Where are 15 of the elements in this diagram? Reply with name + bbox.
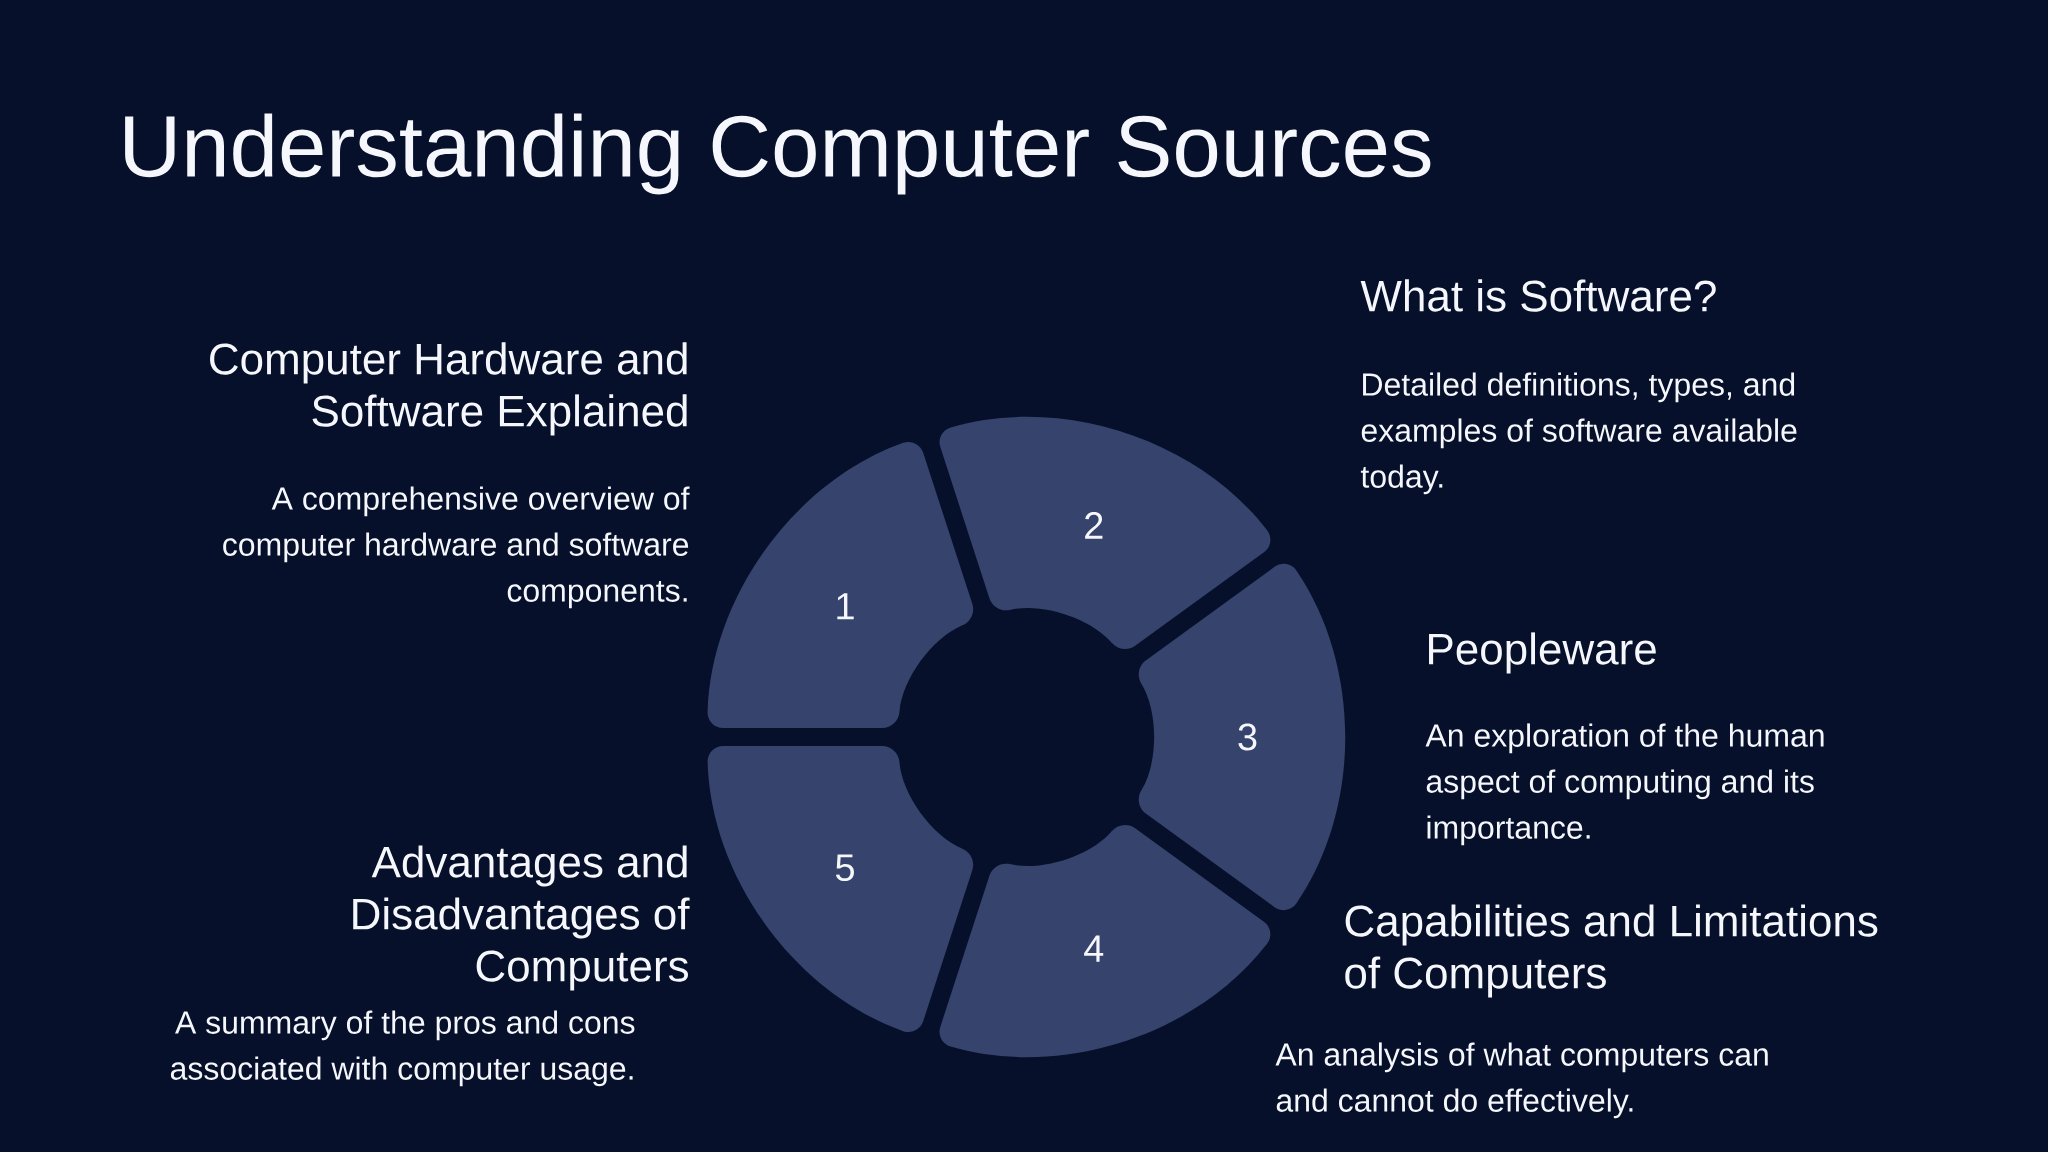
node-label: 2 (1085, 512, 1103, 539)
node-label: 4 (1084, 935, 1104, 962)
node-label: 3 (1238, 723, 1257, 751)
donut-segment: 1 (707, 441, 974, 728)
donut-segment: 5 (707, 746, 974, 1033)
donut-segment: 4 (939, 824, 1271, 1058)
section-heading: Capabilities and Limitations of Computers (1345, 904, 1878, 998)
section-heading: What is Software? (1360, 279, 1716, 312)
description-text: A summary of the pros and cons associated with computer usage. (170, 1010, 635, 1087)
donut-segment: 3 (1138, 563, 1346, 911)
donut-segment: 2 (939, 416, 1271, 650)
description-text: An exploration of the human aspect of computing and its importance. (1425, 723, 1824, 846)
slide-title: Understanding Computer Sources (125, 113, 1431, 195)
section-heading: Peopleware (1429, 632, 1656, 674)
description-text: Detailed definitions, types, and examples of software available today. (1360, 372, 1797, 495)
